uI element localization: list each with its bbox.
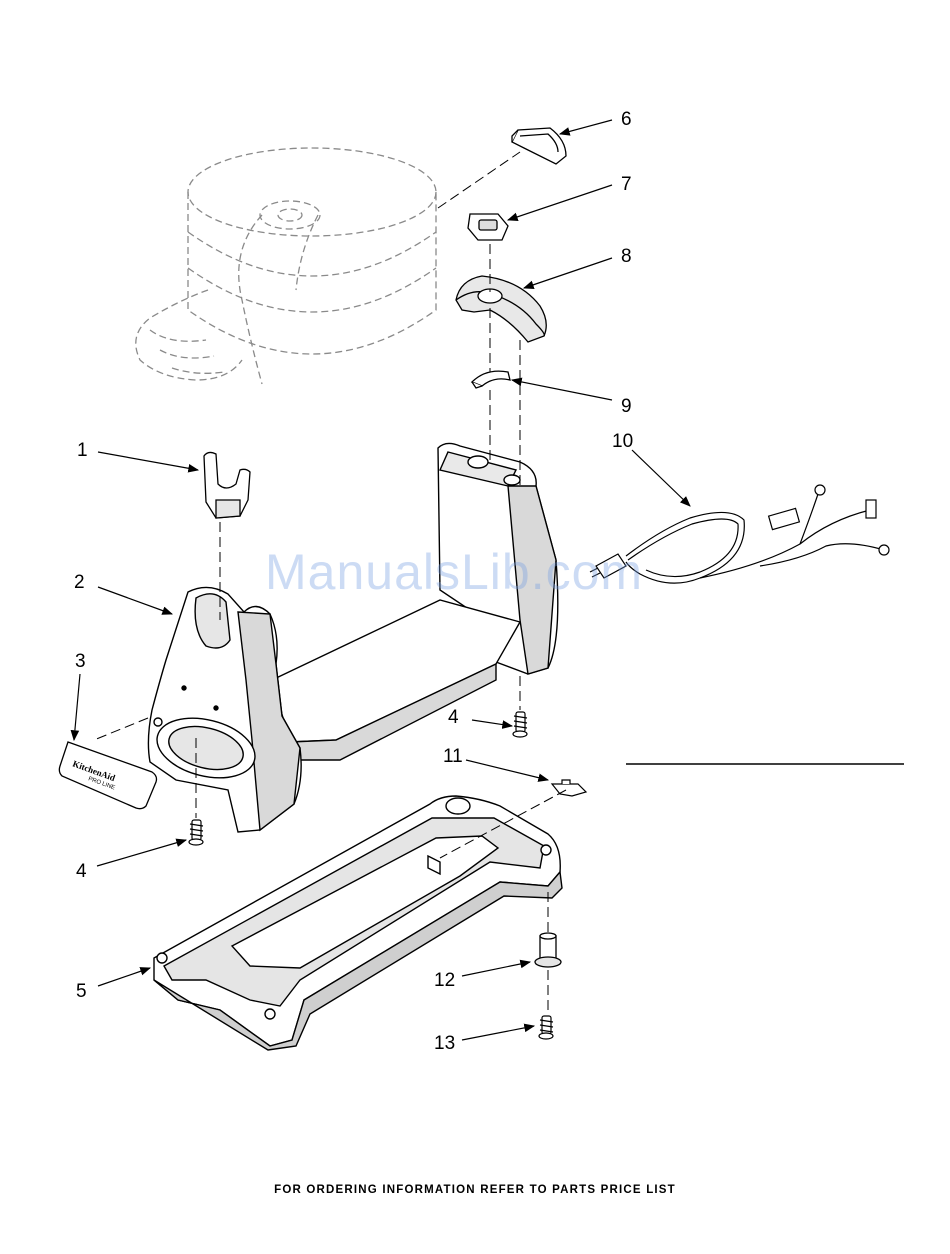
callout-4-lower: 4 bbox=[76, 861, 87, 882]
callout-3: 3 bbox=[75, 651, 86, 672]
part-4-screw-upper bbox=[513, 712, 527, 737]
part-4-screw-lower bbox=[189, 820, 203, 845]
callout-11: 11 bbox=[443, 746, 463, 767]
part-9-bracket bbox=[472, 371, 510, 388]
part-7-clip bbox=[468, 214, 508, 240]
part-3-badge: KitchenAid PRO LINE bbox=[59, 742, 156, 809]
callout-5: 5 bbox=[76, 981, 87, 1002]
part-12-bushing bbox=[535, 933, 561, 967]
callout-7: 7 bbox=[621, 174, 632, 195]
watermark: ManualsLib.com bbox=[265, 543, 643, 601]
callout-10: 10 bbox=[612, 431, 633, 452]
callout-2: 2 bbox=[74, 572, 85, 593]
callout-8: 8 bbox=[621, 246, 632, 267]
callout-12: 12 bbox=[434, 970, 455, 991]
footer-ordering-info: FOR ORDERING INFORMATION REFER TO PARTS … bbox=[0, 1184, 950, 1196]
callout-1: 1 bbox=[77, 440, 88, 461]
part-11-pad bbox=[552, 780, 586, 796]
callout-6: 6 bbox=[621, 109, 632, 130]
part-6-trim-cap bbox=[512, 128, 566, 164]
callout-4-upper: 4 bbox=[448, 707, 459, 728]
callout-13: 13 bbox=[434, 1033, 455, 1054]
callout-9: 9 bbox=[621, 396, 632, 417]
mixer-head-ghost-outline bbox=[136, 148, 436, 384]
part-5-base-plate bbox=[154, 796, 562, 1050]
part-8-hinge-cover bbox=[456, 276, 546, 342]
part-13-screw bbox=[539, 1016, 553, 1039]
part-1-hinge-bracket bbox=[204, 452, 250, 518]
